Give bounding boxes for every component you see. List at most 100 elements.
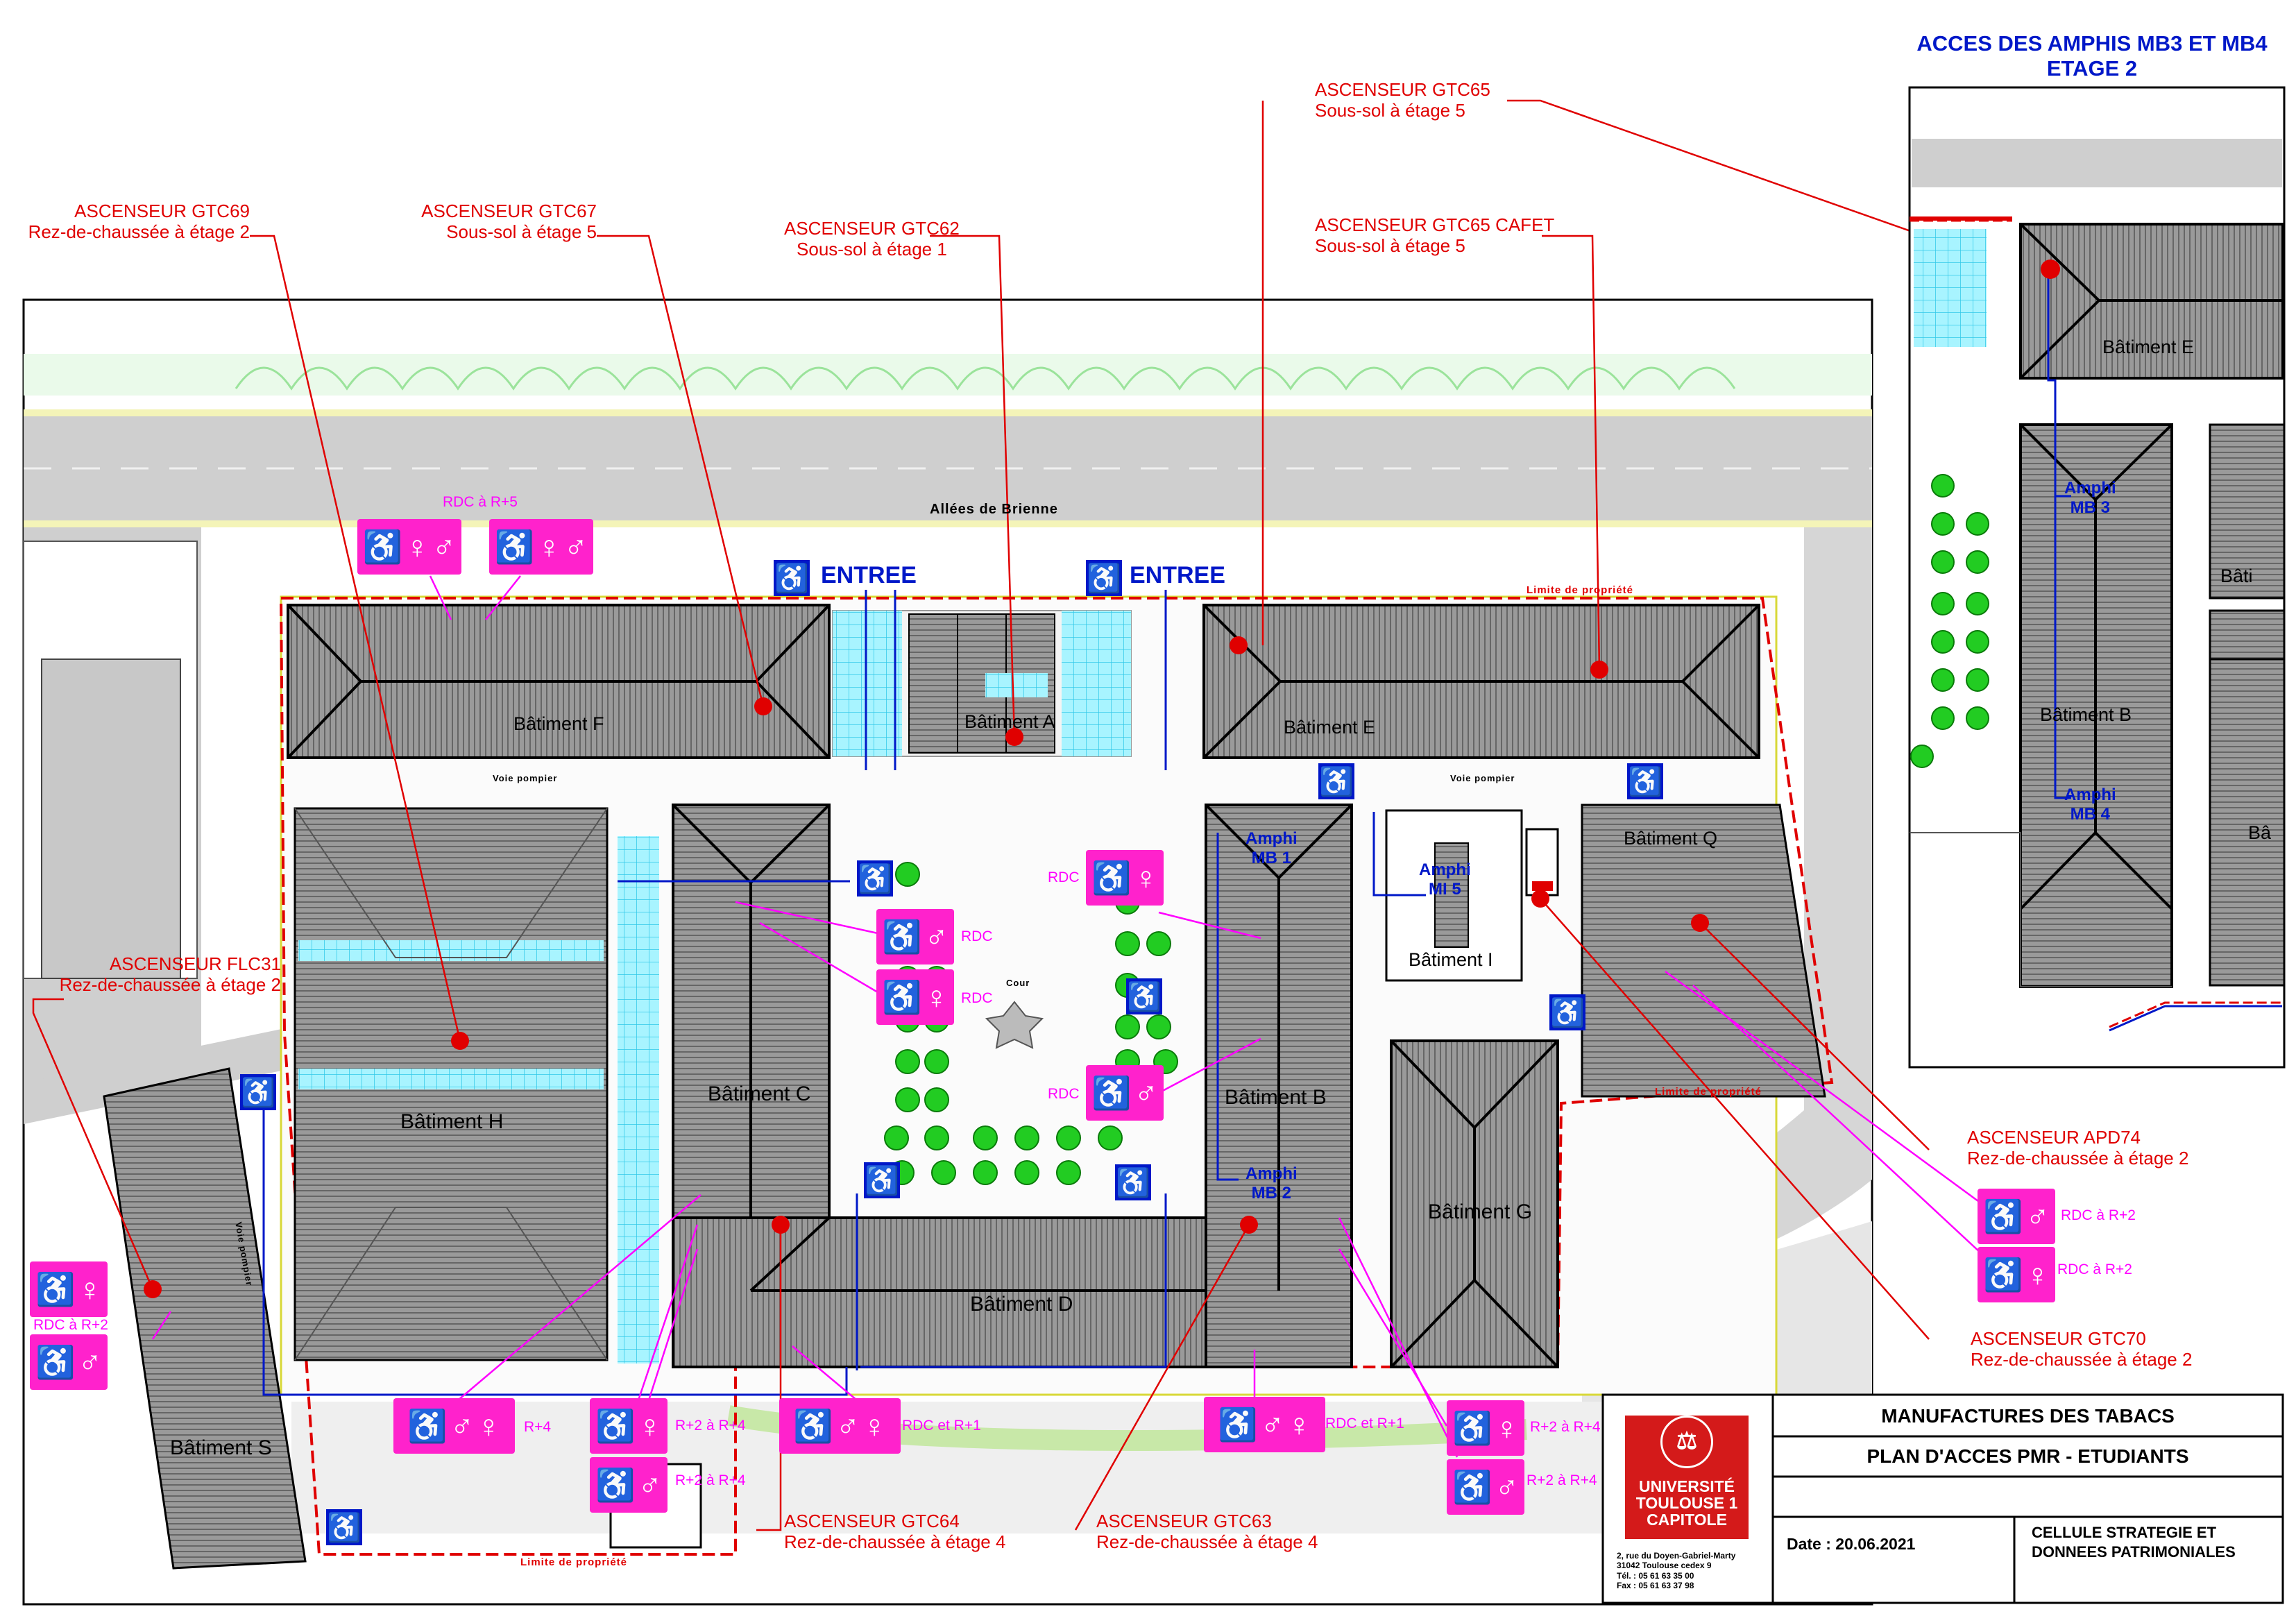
toilet-label-rdc-r2-q2: RDC à R+2: [2057, 1261, 2132, 1277]
toilet-sign-q2: ♿♀: [1978, 1247, 2055, 1302]
star-icon: [985, 1001, 1044, 1049]
tree: [1146, 1014, 1171, 1039]
wheelchair-icon: ♿: [1091, 1074, 1132, 1111]
title-line-2: PLAN D'ACCES PMR - ETUDIANTS: [1866, 1445, 2189, 1467]
woman-icon: ♀: [78, 1271, 102, 1307]
tree: [1966, 592, 1989, 615]
tree: [895, 1087, 920, 1112]
wheelchair-icon: ♿: [1983, 1256, 2023, 1293]
wheelchair-icon: ♿: [1627, 763, 1663, 799]
toilet-sign-bottom-3: ♿♂: [590, 1457, 667, 1513]
toilet-sign-c2: ♿♀: [876, 969, 954, 1025]
man-icon: ♂: [563, 529, 588, 565]
entrance-label-east: ENTREE: [1130, 562, 1225, 588]
toilet-sign-b2: ♿♂: [1086, 1065, 1164, 1121]
toilet-label-r2-r4-1: R+2 à R+4: [675, 1418, 746, 1434]
wheelchair-icon: ♿: [1452, 1409, 1493, 1446]
seal-icon: ⚖: [1660, 1416, 1713, 1468]
amphi-mi5: Amphi MI 5: [1419, 860, 1471, 899]
elevator-dot: [144, 1280, 162, 1298]
building-label-s: Bâtiment S: [170, 1436, 272, 1459]
amphi-mb2: Amphi MB 2: [1245, 1164, 1298, 1203]
tree: [1966, 630, 1989, 654]
man-icon: ♂: [450, 1408, 475, 1444]
elevator-dot: [1590, 661, 1608, 679]
inset-amphi-mb4: Amphi MB 4: [2064, 785, 2116, 824]
man-icon: ♂: [924, 919, 949, 955]
man-icon: ♂: [1495, 1469, 1519, 1505]
title-line-1: MANUFACTURES DES TABACS: [1881, 1405, 2175, 1427]
woman-icon: ♀: [924, 979, 949, 1015]
toilet-label-rdc-r2-s: RDC à R+2: [33, 1317, 108, 1333]
university-logo: ⚖ UNIVERSITÉ TOULOUSE 1 CAPITOLE: [1625, 1416, 1749, 1539]
inset-trees: [1910, 474, 1989, 768]
wheelchair-icon: ♿: [494, 528, 535, 565]
tree: [1966, 706, 1989, 730]
wheelchair-icon: ♿: [1218, 1406, 1258, 1443]
tree: [1931, 550, 1955, 574]
man-icon: ♂: [835, 1408, 860, 1444]
building-label-b: Bâtiment B: [1225, 1086, 1327, 1109]
wheelchair-icon: ♿: [1549, 994, 1585, 1030]
univ-line-3: CAPITOLE: [1647, 1510, 1727, 1529]
wheelchair-icon: ♿: [595, 1407, 636, 1444]
wheelchair-icon: ♿: [882, 978, 922, 1015]
inset-amphi-mb3: Amphi MB 3: [2064, 479, 2116, 517]
building-label-e: Bâtiment E: [1284, 717, 1376, 738]
tree: [1014, 1125, 1039, 1150]
tree: [1931, 474, 1955, 498]
tree: [1931, 668, 1955, 692]
wheelchair-icon: ♿: [362, 528, 403, 565]
woman-icon: ♀: [477, 1408, 501, 1444]
amphi-mb1: Amphi MB 1: [1245, 829, 1298, 867]
inset-building-e: Bâtiment E: [2102, 337, 2195, 357]
toilet-label-rdc-4: RDC: [1048, 1086, 1080, 1102]
tree: [1931, 512, 1955, 536]
toilet-sign-bottom-7: ♿♂: [1447, 1459, 1524, 1515]
toilet-sign-bottom-6: ♿♀: [1447, 1400, 1524, 1456]
toilet-label-r2-r4-2: R+2 à R+4: [675, 1472, 746, 1488]
inset-building-b: Bâtiment B: [2040, 704, 2132, 725]
tree: [924, 1087, 949, 1112]
wheelchair-icon: ♿: [35, 1271, 76, 1307]
tree: [973, 1125, 998, 1150]
woman-icon: ♀: [638, 1408, 662, 1444]
property-limit-label-3: Limite de propriété: [520, 1556, 628, 1568]
man-icon: ♂: [432, 529, 457, 565]
building-label-f: Bâtiment F: [513, 713, 604, 734]
wheelchair-icon: ♿: [793, 1407, 833, 1444]
wheelchair-icon: ♿: [1115, 1164, 1151, 1200]
fire-lane-label-2: Voie pompier: [1450, 773, 1515, 783]
building-label-a: Bâtiment A: [964, 711, 1055, 732]
wheelchair-icon: ♿: [1091, 859, 1132, 896]
entrance-label-west: ENTREE: [821, 562, 917, 588]
building-label-d: Bâtiment D: [970, 1293, 1073, 1316]
elevator-dot: [1240, 1216, 1258, 1234]
toilet-label-rdc-3: RDC: [1048, 869, 1080, 885]
toilet-label-rdc-2: RDC: [961, 990, 993, 1006]
woman-icon: ♀: [405, 529, 430, 565]
tree: [973, 1160, 998, 1185]
elevator-dot: [1230, 636, 1248, 654]
woman-icon: ♀: [1495, 1410, 1519, 1446]
toilet-label-r2-r4-4: R+2 à R+4: [1527, 1472, 1597, 1488]
toilet-sign-c1: ♿♂: [876, 909, 954, 965]
green-band: [24, 354, 1872, 396]
toilet-label-r2-r4-3: R+2 à R+4: [1530, 1419, 1601, 1435]
toilet-label-rdc-et-r1-2: RDC et R+1: [1325, 1416, 1404, 1431]
tree: [924, 1049, 949, 1074]
woman-icon: ♀: [1134, 860, 1158, 896]
wheelchair-icon: ♿: [595, 1466, 636, 1503]
woman-icon: ♀: [2025, 1257, 2050, 1293]
building-label-h: Bâtiment H: [400, 1110, 504, 1133]
elevator-dot: [754, 697, 772, 715]
toilet-label-rdc-r5: RDC à R+5: [443, 494, 518, 510]
